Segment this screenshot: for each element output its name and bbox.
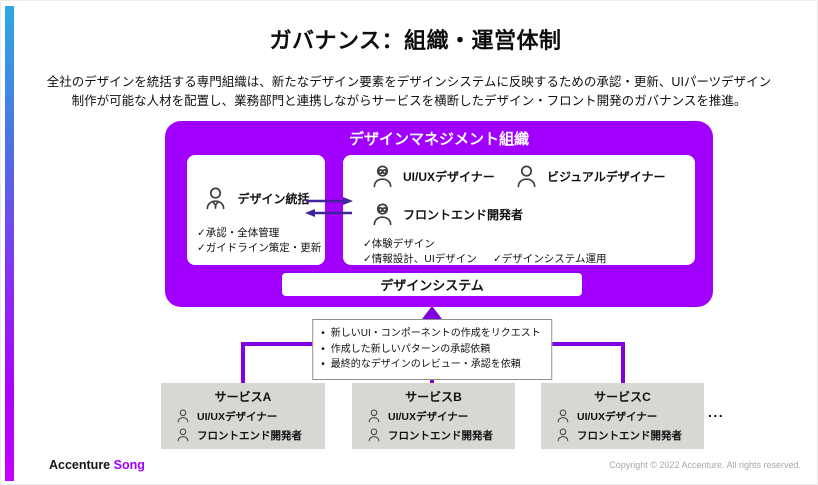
service-b-box: サービスB UI/UXデザイナー フロントエンド開発者 <box>352 383 515 449</box>
service-member-icon <box>557 409 569 423</box>
org-title: デザインマネジメント組織 <box>348 131 529 148</box>
team-task-item: ✓体験デザイン <box>363 238 435 250</box>
member-label: ビジュアルデザイナー <box>547 170 666 184</box>
service-c-box: サービスC UI/UXデザイナー フロントエンド開発者 <box>541 383 704 449</box>
lead-task-item: ✓承認・全体管理 <box>197 226 280 239</box>
service-member-icon <box>177 409 189 423</box>
design-lead-person-icon <box>202 185 229 212</box>
member-frontend-developer: フロントエンド開発者 <box>369 201 523 228</box>
service-member-label: フロントエンド開発者 <box>388 429 493 442</box>
service-member-label: フロントエンド開発者 <box>197 429 302 442</box>
member-uiux-designer: UI/UXデザイナー <box>369 163 495 190</box>
uiux-designer-icon <box>369 163 396 190</box>
service-member-row: フロントエンド開発者 <box>366 427 515 443</box>
service-member-row: フロントエンド開発者 <box>175 427 325 443</box>
more-services-ellipsis: ... <box>708 404 725 420</box>
request-note-item: 作成した新しいパターンの承認依頼 <box>321 342 541 358</box>
design-lead-tasks: ✓承認・全体管理 ✓ガイドライン策定・更新 <box>187 226 325 256</box>
service-member-row: UI/UXデザイナー <box>555 408 704 424</box>
brand-song-text: Song <box>113 458 145 472</box>
service-member-label: UI/UXデザイナー <box>388 410 469 423</box>
service-member-label: フロントエンド開発者 <box>577 429 682 442</box>
brand-logo: Accenture Song <box>49 458 145 472</box>
design-team-box: UI/UXデザイナー ビジュアルデザイナー フロントエンド開発者 ✓体験デザイン… <box>343 155 695 265</box>
design-lead-row: デザイン統括 <box>187 185 325 212</box>
page-description: 全社のデザインを統括する専門組織は、新たなデザイン要素をデザインシステムに反映す… <box>1 73 817 111</box>
brand-accenture-text: Accenture <box>49 458 111 472</box>
request-note-item: 最終的なデザインのレビュー・承認を依頼 <box>321 357 541 373</box>
service-member-icon <box>368 428 380 442</box>
copyright-text: Copyright © 2022 Accenture. All rights r… <box>609 460 801 470</box>
brand-gradient-bar <box>5 6 14 481</box>
bidirectional-arrows-icon <box>305 197 353 217</box>
member-label: フロントエンド開発者 <box>403 208 524 222</box>
service-a-title: サービスA <box>214 390 272 404</box>
request-note-item: 新しいUI・コンポーネントの作成をリクエスト <box>321 326 541 342</box>
service-a-box: サービスA UI/UXデザイナー フロントエンド開発者 <box>161 383 325 449</box>
page-title: ガバナンス：組織・運営体制 <box>269 28 562 53</box>
service-member-icon <box>368 409 380 423</box>
description-line-2: 制作が可能な人材を配置し、業務部門と連携しながらサービスを横断したデザイン・フロ… <box>71 93 747 108</box>
request-notes-box: 新しいUI・コンポーネントの作成をリクエスト 作成した新しいパターンの承認依頼 … <box>312 319 552 380</box>
member-visual-designer: ビジュアルデザイナー <box>513 163 666 190</box>
service-member-icon <box>557 428 569 442</box>
design-lead-label: デザイン統括 <box>237 192 310 206</box>
service-b-title: サービスB <box>405 390 462 404</box>
visual-designer-icon <box>517 165 536 188</box>
service-member-label: UI/UXデザイナー <box>197 410 278 423</box>
service-member-row: フロントエンド開発者 <box>555 427 704 443</box>
service-member-row: UI/UXデザイナー <box>366 408 515 424</box>
connector-service-a-line <box>241 342 245 383</box>
frontend-developer-icon <box>369 201 396 228</box>
team-task-item: ✓情報設計、UIデザイン <box>363 253 477 266</box>
up-arrowhead-icon <box>422 306 442 319</box>
connector-service-c-line <box>621 342 625 383</box>
team-task-right: ✓デザインシステム運用 <box>493 253 607 265</box>
design-management-org-box: デザインマネジメント組織 デザイン統括 ✓承認・全体管理 ✓ガイドライン策定・更… <box>165 121 713 307</box>
service-c-title: サービスC <box>594 390 651 404</box>
service-member-label: UI/UXデザイナー <box>577 410 658 423</box>
lead-task-item: ✓ガイドライン策定・更新 <box>197 241 322 254</box>
service-member-icon <box>177 428 189 442</box>
team-tasks-left: ✓体験デザイン ✓情報設計、UIデザイン <box>363 237 477 267</box>
member-label: UI/UXデザイナー <box>403 170 495 184</box>
design-lead-box: デザイン統括 ✓承認・全体管理 ✓ガイドライン策定・更新 <box>187 155 325 265</box>
service-member-row: UI/UXデザイナー <box>175 408 325 424</box>
description-line-1: 全社のデザインを統括する専門組織は、新たなデザイン要素をデザインシステムに反映す… <box>46 75 772 89</box>
design-system-bar: デザインシステム <box>282 273 582 296</box>
